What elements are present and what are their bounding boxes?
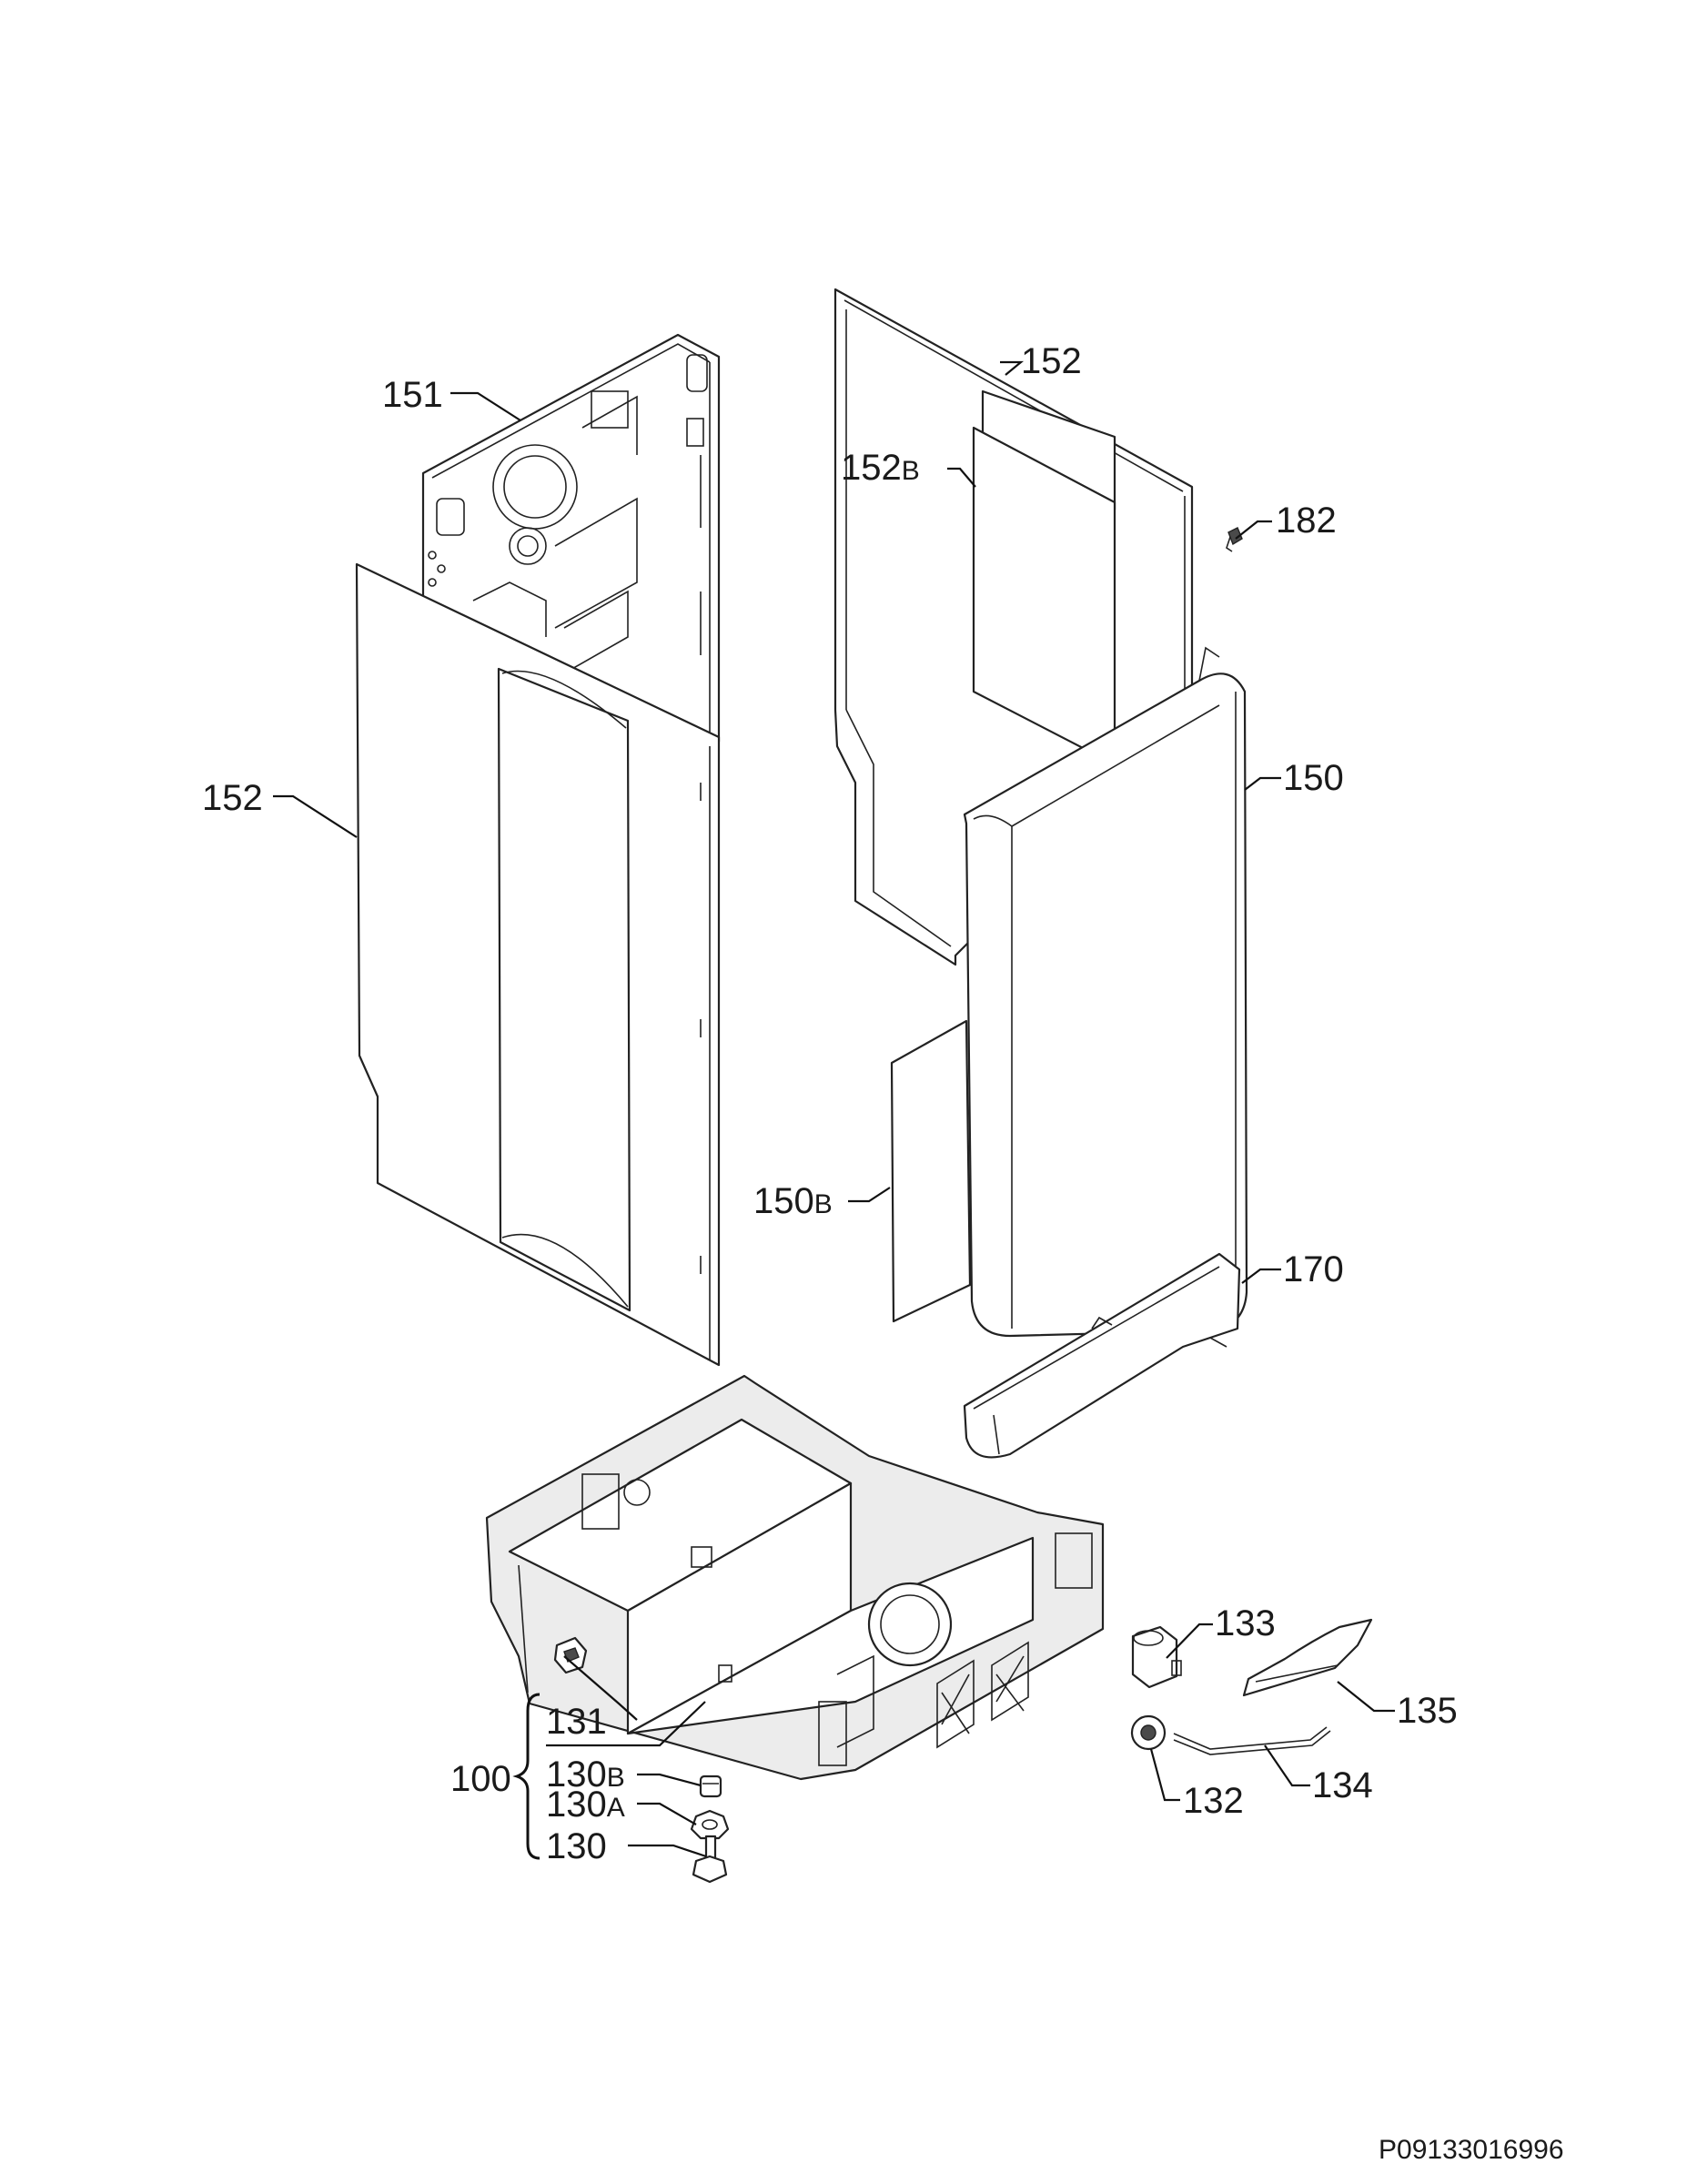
part-130b-foot-cap — [699, 1774, 722, 1798]
callout-130: 130 — [546, 1826, 607, 1866]
callout-132: 132 — [1183, 1781, 1244, 1821]
part-130a-lock-nut — [690, 1809, 730, 1840]
callout-134: 134 — [1312, 1765, 1373, 1805]
callout-182: 182 — [1276, 500, 1337, 541]
part-100-base-frame — [485, 1374, 1105, 1781]
callout-133: 133 — [1215, 1603, 1276, 1643]
part-152-left-side-panel — [355, 562, 721, 1367]
part-170-plinth — [963, 1252, 1241, 1459]
part-150-front-panel — [963, 646, 1248, 1338]
part-132-knob — [1130, 1714, 1167, 1751]
group-100-brace — [512, 1693, 540, 1860]
callout-131: 131 — [546, 1702, 607, 1742]
drawing-code: P09133016996 — [1379, 2135, 1564, 2165]
part-131-hinge-clip — [553, 1636, 588, 1674]
callout-151: 151 — [382, 375, 443, 415]
callout-135: 135 — [1397, 1691, 1458, 1731]
callout-150b: 150B — [753, 1181, 833, 1221]
part-130-adjustable-foot — [692, 1835, 728, 1884]
part-182-clip — [1226, 527, 1243, 552]
callout-labels: 151 152 152 152B 182 150 150B 170 133 13… — [202, 341, 1458, 1866]
callout-130a: 130A — [546, 1785, 625, 1825]
callout-170: 170 — [1283, 1249, 1344, 1289]
part-135-lever — [1242, 1618, 1373, 1697]
callout-100: 100 — [450, 1759, 511, 1799]
callout-152b: 152B — [841, 448, 920, 488]
callout-150: 150 — [1283, 758, 1344, 798]
part-150b-insulation-sheet — [890, 1019, 972, 1323]
callout-152-top: 152 — [1021, 341, 1082, 381]
part-134-rod — [1173, 1726, 1331, 1755]
callout-130b: 130B — [546, 1754, 625, 1795]
part-133-switch-housing — [1131, 1625, 1182, 1689]
leader-lines — [273, 360, 1395, 1858]
callout-152-left: 152 — [202, 778, 263, 818]
